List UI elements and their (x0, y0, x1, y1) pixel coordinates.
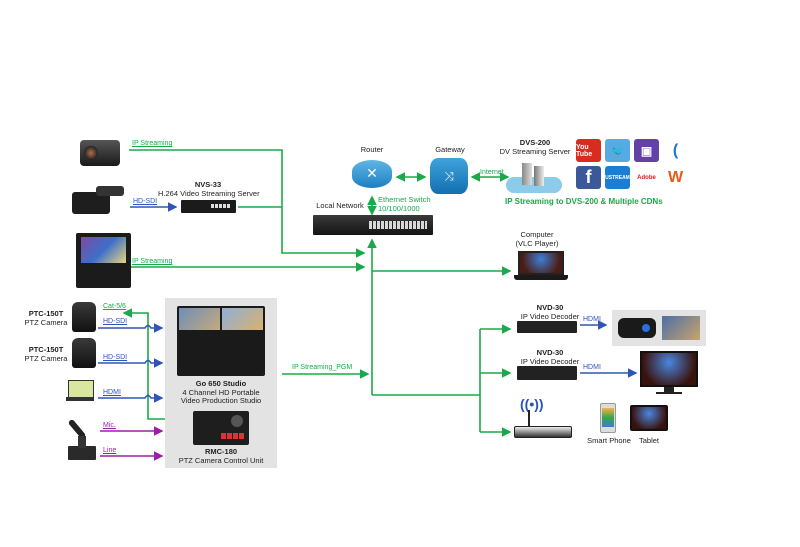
switch-speed-label: Ethernet Switch 10/100/1000 (378, 195, 431, 213)
laptop-icon (66, 380, 94, 402)
wifi-router-icon: ((•)) (514, 396, 572, 440)
nvd30-b-name: NVD-30 (536, 348, 564, 357)
ptz1-desc: PTZ Camera (24, 317, 68, 327)
rmc180-desc: PTZ Camera Control Unit (178, 455, 264, 465)
dvs200-label: DVS-200 DV Streaming Server (495, 138, 575, 156)
gateway-icon: ⤨ (430, 158, 468, 194)
ptz1-name: PTC-150T (28, 309, 64, 318)
dvs200-cloud-icon (506, 163, 562, 193)
go650-desc2: Video Production Studio (180, 396, 262, 405)
cdn-logo-twitter: 🐦 (605, 139, 630, 162)
go650-name: Go 650 Studio (195, 379, 247, 388)
dvs200-desc: DV Streaming Server (499, 146, 571, 156)
computer-desc: (VLC Player) (515, 238, 559, 248)
nvd30-b-label: NVD-30 IP Video Decoder (510, 348, 590, 366)
ptz2-desc: PTZ Camera (24, 353, 68, 363)
computer-label: Computer (VLC Player) (512, 230, 562, 248)
dvs200-name: DVS-200 (519, 138, 551, 147)
rmc180-label: RMC-180 PTZ Camera Control Unit (165, 447, 277, 465)
line-ptz2-hdsdi (98, 358, 164, 368)
cdn-logo-ustream: USTREAM (605, 166, 630, 189)
rmc180-icon (193, 411, 249, 445)
cdn-logo-adobe: Adobe (634, 166, 659, 189)
cdn-logo-facebook: f (576, 166, 601, 189)
pgm-link-label: IP Streaming_PGM (292, 364, 353, 371)
computer-laptop-icon (514, 251, 568, 281)
mic-link-label: Mic. (103, 422, 116, 429)
tablet-icon (630, 405, 668, 431)
nvd30-a-name: NVD-30 (536, 303, 564, 312)
nvs33-icon (181, 200, 236, 213)
box-camera-icon (80, 140, 120, 166)
studio-panel: Go 650 Studio 4 Channel HD Portable Vide… (165, 298, 277, 468)
nvd30-b-hdmi-label: HDMI (583, 364, 601, 371)
internet-label: Internet (480, 169, 504, 176)
line-ptz1-hdsdi (98, 323, 164, 333)
line-box-camera (129, 149, 366, 258)
switch-speed-line2: 10/100/1000 (378, 203, 420, 213)
portable-studio-link-label: IP Streaming (132, 258, 173, 265)
cdn-logo-youtube: You Tube (576, 139, 601, 162)
computer-name: Computer (520, 230, 554, 239)
line-cat56 (122, 308, 165, 420)
ptz-camera-2-icon (72, 338, 96, 368)
laptop-link-label: HDMI (103, 389, 121, 396)
portable-studio-icon (76, 233, 131, 288)
ptz-camera-1-icon (72, 302, 96, 332)
router-icon: ✕ (352, 160, 392, 188)
camcorder-icon (72, 186, 124, 216)
nvs33-desc: H.264 Video Streaming Server (158, 188, 260, 198)
cdn-logo-wowza: W (663, 166, 688, 189)
ptz2-link-label: HD-SDI (103, 354, 128, 361)
nvd30-a-desc: IP Video Decoder (520, 311, 580, 321)
rmc180-name: RMC-180 (204, 447, 238, 456)
cdn-caption: IP Streaming to DVS-200 & Multiple CDNs (505, 197, 663, 206)
projection-screen-icon (662, 316, 700, 340)
cat56-label: Cat-5/6 (103, 303, 126, 310)
nvd30-b-desc: IP Video Decoder (520, 356, 580, 366)
nvd30-b-icon (517, 366, 577, 380)
nvd30-a-hdmi-label: HDMI (583, 316, 601, 323)
switch-speed-line1: Ethernet Switch (378, 195, 431, 204)
nvd30-a-icon (517, 321, 577, 333)
wireless-mic-receiver-icon (68, 436, 96, 460)
nvs33-label: NVS-33 H.264 Video Streaming Server (158, 180, 260, 198)
smartphone-icon (600, 403, 616, 433)
nvd30-a-label: NVD-30 IP Video Decoder (510, 303, 590, 321)
router-label: Router (360, 145, 384, 154)
line-laptop-hdmi (98, 393, 164, 403)
switch-label: Local Network (316, 201, 364, 210)
line-link-label: Line (103, 447, 117, 454)
projector-icon (618, 318, 656, 338)
go650-icon (177, 306, 265, 376)
cdn-logo-twitch: ▣ (634, 139, 659, 162)
ptz2-name: PTC-150T (28, 345, 64, 354)
smartphone-label: Smart Phone (587, 436, 631, 445)
ptz1-label: PTC-150T PTZ Camera (24, 309, 68, 327)
ptz2-label: PTC-150T PTZ Camera (24, 345, 68, 363)
gateway-label: Gateway (435, 145, 465, 154)
go650-label: Go 650 Studio 4 Channel HD Portable Vide… (165, 379, 277, 406)
go650-desc1: 4 Channel HD Portable (182, 387, 260, 397)
box-camera-link-label: IP Streaming (132, 140, 173, 147)
ethernet-switch-icon (313, 215, 433, 235)
ptz1-link-label: HD-SDI (103, 318, 128, 325)
cdn-logo-wowza-cloud: ( (663, 139, 688, 162)
projector-panel (612, 310, 706, 346)
monitor-icon (640, 351, 698, 395)
nvs33-name: NVS-33 (194, 180, 222, 189)
tablet-label: Tablet (638, 436, 659, 445)
camcorder-link-label: HD-SDI (133, 198, 158, 205)
